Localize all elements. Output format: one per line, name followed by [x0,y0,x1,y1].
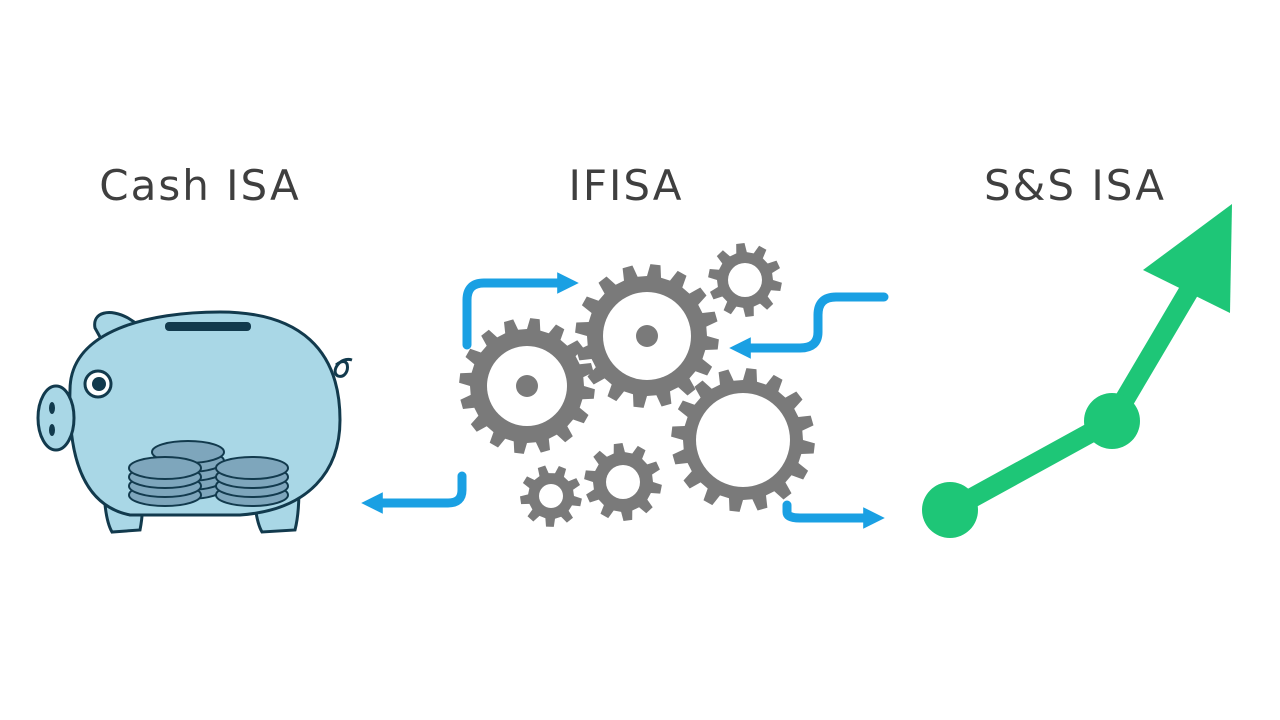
gears-icon [459,243,815,527]
piggy-bank-icon [36,310,353,534]
arrow-bottom-right-icon [782,500,885,529]
arrow-bottom-left-icon [361,471,467,514]
growth-chart-arrow-icon [922,204,1232,538]
gear-hole [728,263,762,297]
coin-stack-icon [128,440,289,507]
flow-arrows [361,272,889,529]
gear-hole [539,484,563,508]
ss-isa-heading: S&S ISA [984,161,1166,210]
coin-icon [128,456,202,480]
gear-hub [636,325,658,347]
gear-hole [696,393,790,487]
arrow-top-left-icon [462,272,579,350]
ifisa-heading: IFISA [568,161,684,210]
gear-hole [606,465,640,499]
arrow-right-in-icon [729,292,889,359]
gear-hub [516,375,538,397]
cash-isa-heading: Cash ISA [99,161,301,210]
coin-icon [215,456,289,480]
